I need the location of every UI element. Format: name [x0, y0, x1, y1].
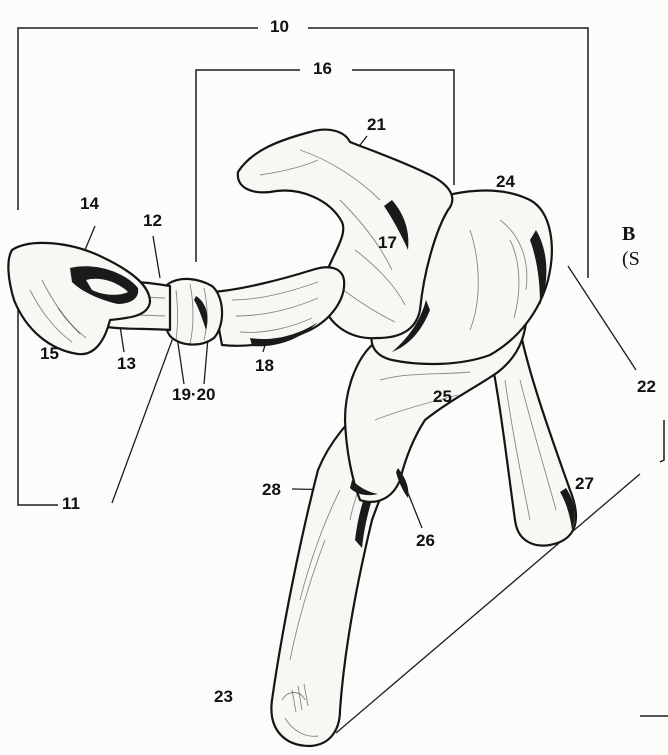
bracket-22 — [640, 420, 668, 716]
label-22: 22 — [637, 378, 656, 396]
side-panel-heading: B — [622, 223, 635, 246]
label-28: 28 — [262, 481, 281, 499]
end-plate — [8, 243, 150, 354]
label-21: 21 — [367, 116, 386, 134]
label-14: 14 — [80, 195, 99, 213]
label-11: 11 — [62, 495, 80, 513]
label-17: 17 — [378, 234, 397, 252]
label-23: 23 — [214, 688, 233, 706]
label-12: 12 — [143, 212, 162, 230]
label-25: 25 — [433, 388, 452, 406]
label-15: 15 — [40, 345, 59, 363]
label-13: 13 — [117, 355, 136, 373]
label-27: 27 — [575, 475, 594, 493]
label-24: 24 — [496, 173, 515, 191]
side-panel-subtext: (S — [622, 248, 640, 271]
label-18: 18 — [255, 357, 274, 375]
label-10: 10 — [270, 18, 289, 36]
shaft-18 — [212, 267, 344, 346]
label-26: 26 — [416, 532, 435, 550]
label-19-20: 19·20 — [172, 386, 215, 404]
label-16: 16 — [313, 60, 332, 78]
